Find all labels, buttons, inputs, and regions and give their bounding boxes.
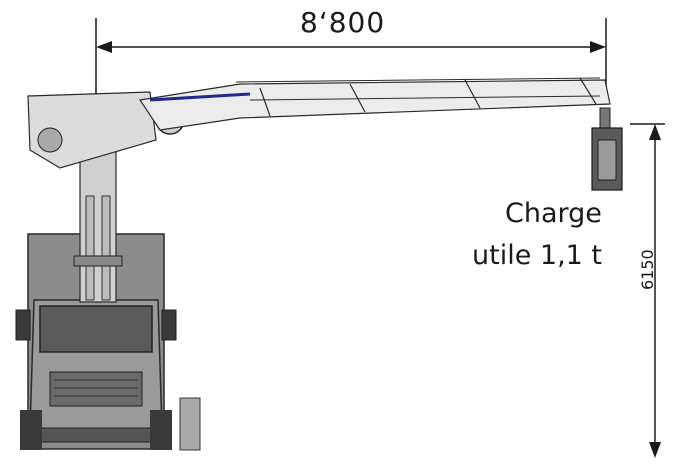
- dim-arrow-bottom: [649, 442, 661, 458]
- wheel-right: [150, 410, 172, 450]
- stabilizer-leg: [179, 397, 201, 451]
- load-label-line1: Charge: [505, 198, 602, 229]
- grille: [49, 371, 143, 407]
- bumper: [29, 427, 165, 443]
- hydraulic-line: [149, 92, 251, 102]
- wheel-left: [20, 410, 42, 450]
- load-rotator: [591, 107, 623, 191]
- horizontal-dimension-label: 8‘800: [300, 6, 386, 39]
- boom: [138, 77, 611, 131]
- dim-arrow-right: [590, 41, 606, 53]
- column-cylinder: [85, 195, 95, 301]
- vertical-dimension-label: 6150: [638, 249, 657, 290]
- truck: [15, 233, 201, 451]
- windshield: [39, 305, 153, 353]
- load-label-line2: utile 1,1 t: [472, 240, 603, 271]
- mirror-left: [15, 309, 31, 341]
- crane-slewing-head: [27, 91, 157, 169]
- vertical-dimension: [630, 123, 665, 458]
- dim-arrow-left: [96, 41, 112, 53]
- crane-pivot: [37, 127, 63, 153]
- mirror-right: [161, 309, 177, 341]
- boom-main: [138, 79, 611, 131]
- horizontal-dimension: [95, 18, 607, 95]
- dim-arrow-top: [649, 124, 661, 140]
